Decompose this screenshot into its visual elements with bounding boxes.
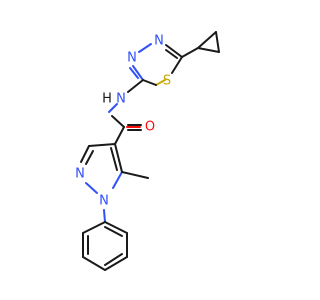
bond xyxy=(129,67,139,79)
atom-n-amide: N xyxy=(116,92,126,107)
bond xyxy=(111,115,125,128)
bond xyxy=(138,43,152,53)
atom-n-thiadiazole-2: N xyxy=(154,34,164,49)
bond xyxy=(114,143,123,173)
bond xyxy=(104,226,123,237)
bond xyxy=(181,47,199,58)
molecule-structure: N N S N H O N N xyxy=(75,31,220,271)
atom-n-thiadiazole-1: N xyxy=(127,51,137,66)
bond xyxy=(112,171,123,189)
thiadiazole-ring xyxy=(129,43,183,86)
amide-linker xyxy=(108,79,144,145)
bond xyxy=(103,209,106,223)
atom-n-pyrazole-1: N xyxy=(75,167,85,182)
cyclopropyl-group xyxy=(181,31,220,58)
bond xyxy=(127,79,144,93)
bond xyxy=(197,31,217,49)
bond xyxy=(110,147,118,171)
bond xyxy=(104,253,123,266)
bond xyxy=(104,221,128,234)
bond xyxy=(82,221,106,234)
atom-h-amide: H xyxy=(102,92,112,107)
bond xyxy=(82,256,106,271)
atom-n-pyrazole-2: N xyxy=(99,194,109,209)
bond xyxy=(104,256,128,271)
phenyl-ring xyxy=(82,209,128,271)
bond xyxy=(197,47,220,53)
bond xyxy=(108,103,118,113)
bond xyxy=(132,65,144,81)
bond xyxy=(215,31,220,53)
bond xyxy=(80,145,90,163)
bond xyxy=(114,126,125,145)
bond xyxy=(171,56,183,74)
atom-o-carbonyl: O xyxy=(145,120,155,135)
bond xyxy=(85,182,98,194)
bond xyxy=(142,79,157,86)
bond xyxy=(165,49,178,59)
atom-s-thiadiazole: S xyxy=(163,74,171,89)
bond xyxy=(88,143,116,147)
pyrazole-ring xyxy=(80,143,149,194)
bond xyxy=(155,79,166,86)
bond xyxy=(165,44,183,58)
bond xyxy=(121,171,149,179)
bond xyxy=(85,150,94,165)
